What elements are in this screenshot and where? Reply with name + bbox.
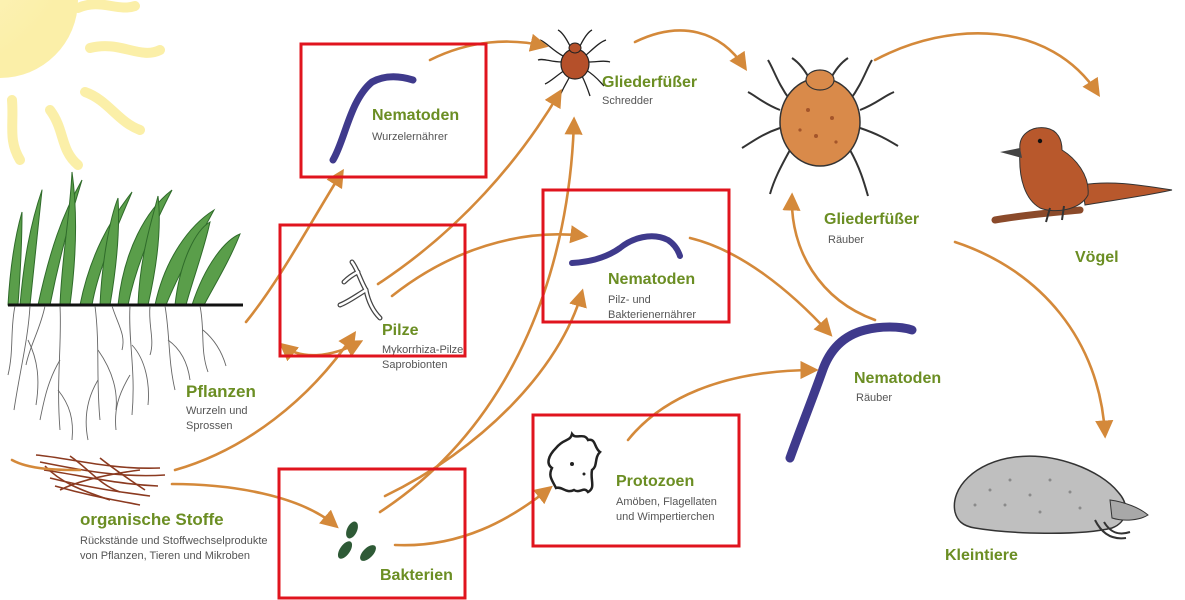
kleintiere-title: Kleintiere	[945, 547, 1018, 564]
nematoden-raeuber-title: Nematoden	[854, 370, 941, 387]
bird-icon	[995, 128, 1172, 222]
nematoden-wurzel-title: Nematoden	[372, 107, 459, 124]
mite-icon	[538, 30, 610, 96]
pflanzen-sub-2: Sprossen	[186, 420, 232, 432]
organische-stoffe-title: organische Stoffe	[80, 510, 224, 529]
arrow-pilze-to-nematoden-pilz	[392, 234, 585, 296]
arrow-protozoen-to-nematoden-raeuber	[628, 370, 815, 440]
highlight-box-pilze	[280, 225, 465, 356]
mole-icon	[954, 456, 1148, 538]
organische-stoffe-sub-2: von Pflanzen, Tieren und Mikroben	[80, 550, 250, 562]
pflanzen-sub-1: Wurzeln und	[186, 405, 248, 417]
arrow-pflanzen-to-nematoden-wurzel	[246, 172, 342, 322]
bacteria-icon	[335, 520, 378, 564]
gliederfuesser-raeuber-title: Gliederfüßer	[824, 211, 919, 228]
nematoden-pilz-sub-1: Pilz- und	[608, 294, 651, 306]
bakterien-title: Bakterien	[380, 567, 453, 584]
protozoen-title: Protozoen	[616, 473, 694, 490]
nematoden-pilz-sub-2: Bakterienernährer	[608, 309, 696, 321]
pilze-sub-2: Saprobionten	[382, 359, 447, 371]
nematoden-pilz-title: Nematoden	[608, 271, 695, 288]
predatory-mite-icon	[742, 58, 898, 196]
nematode-icon	[790, 327, 912, 458]
arrow-bakterien-to-protozoen	[395, 488, 550, 545]
gliederfuesser-raeuber-sub: Räuber	[828, 234, 864, 246]
sun-icon	[0, 0, 160, 165]
pflanzen-title: Pflanzen	[186, 382, 256, 401]
gliederfuesser-schredder-title: Gliederfüßer	[602, 74, 697, 91]
arrow-bakterien-to-gliederfuesser-schredder	[380, 120, 574, 512]
arrow-gliederfuesser-raeuber-to-kleintiere	[955, 242, 1105, 435]
amoeba-icon	[549, 434, 600, 492]
arrow-schredder-to-raeuber	[635, 30, 745, 68]
organische-stoffe-sub-1: Rückstände und Stoffwechselprodukte	[80, 535, 268, 547]
voegel-title: Vögel	[1075, 249, 1119, 266]
arrow-gliederfuesser-raeuber-to-voegel	[875, 33, 1098, 94]
gliederfuesser-schredder-sub: Schredder	[602, 95, 653, 107]
pilze-sub-1: Mykorrhiza-Pilze	[382, 344, 463, 356]
arrow-nematoden-pilz-to-nematoden-raeuber	[690, 238, 830, 334]
protozoen-sub-1: Amöben, Flagellaten	[616, 496, 717, 508]
nematode-icon	[572, 236, 680, 263]
protozoen-sub-2: und Wimpertierchen	[616, 511, 714, 523]
nematoden-wurzel-sub: Wurzelernährer	[372, 131, 448, 143]
pilze-title: Pilze	[382, 322, 419, 339]
organic-matter-icon	[36, 455, 165, 505]
nematoden-raeuber-sub: Räuber	[856, 392, 892, 404]
